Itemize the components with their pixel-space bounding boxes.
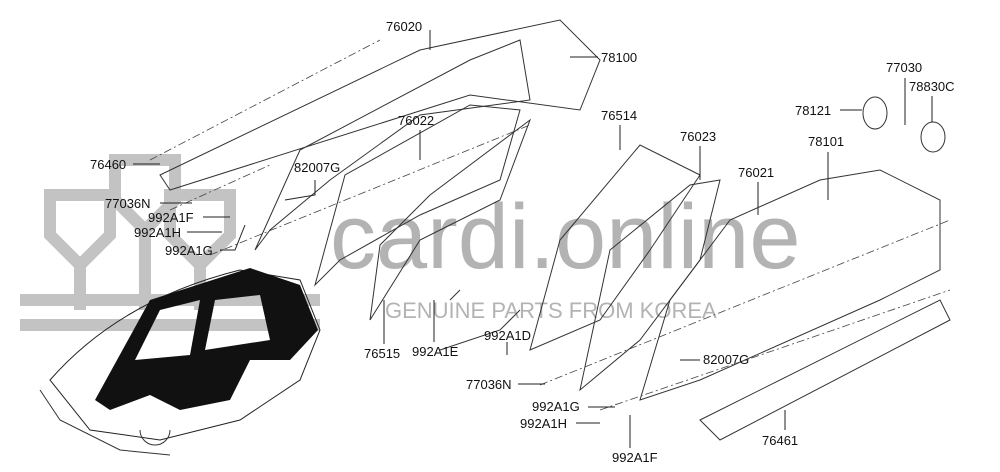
part-labels: 76020 78100 76022 76460 82007G 77036N 99… (90, 19, 955, 465)
part-label-78100[interactable]: 78100 (601, 50, 637, 65)
part-label-992A1F[interactable]: 992A1F (148, 210, 194, 225)
part-label-992A1G-lower[interactable]: 992A1G (532, 399, 580, 414)
leader-lines (133, 30, 933, 448)
part-label-82007G[interactable]: 82007G (294, 160, 340, 175)
part-label-76514[interactable]: 76514 (601, 108, 637, 123)
part-label-76023[interactable]: 76023 (680, 129, 716, 144)
watermark-brand: cardi.online (330, 186, 801, 288)
fuel-filler-housing-icon (862, 96, 888, 130)
car-silhouette-icon (39, 268, 321, 456)
part-label-992A1D[interactable]: 992A1D (484, 328, 531, 343)
part-label-76461[interactable]: 76461 (762, 433, 798, 448)
part-label-77036N[interactable]: 77036N (105, 196, 151, 211)
part-label-76460[interactable]: 76460 (90, 157, 126, 172)
part-label-76022[interactable]: 76022 (398, 113, 434, 128)
part-label-992A1H[interactable]: 992A1H (134, 225, 181, 240)
part-label-76021[interactable]: 76021 (738, 165, 774, 180)
part-label-76515[interactable]: 76515 (364, 346, 400, 361)
watermark: cardi.online GENUINE PARTS FROM KOREA (20, 154, 801, 331)
part-label-78101[interactable]: 78101 (808, 134, 844, 149)
part-label-76020[interactable]: 76020 (386, 19, 422, 34)
part-label-992A1H-lower[interactable]: 992A1H (520, 416, 567, 431)
fuel-filler-door-icon (920, 121, 946, 153)
part-label-992A1E[interactable]: 992A1E (412, 344, 459, 359)
part-label-82007G-lower[interactable]: 82007G (703, 352, 749, 367)
part-label-992A1G[interactable]: 992A1G (165, 243, 213, 258)
part-label-78830C[interactable]: 78830C (909, 79, 955, 94)
part-label-992A1F-lower[interactable]: 992A1F (612, 450, 658, 465)
part-label-77036N-lower[interactable]: 77036N (466, 377, 512, 392)
part-label-77030[interactable]: 77030 (886, 60, 922, 75)
part-label-78121[interactable]: 78121 (795, 103, 831, 118)
